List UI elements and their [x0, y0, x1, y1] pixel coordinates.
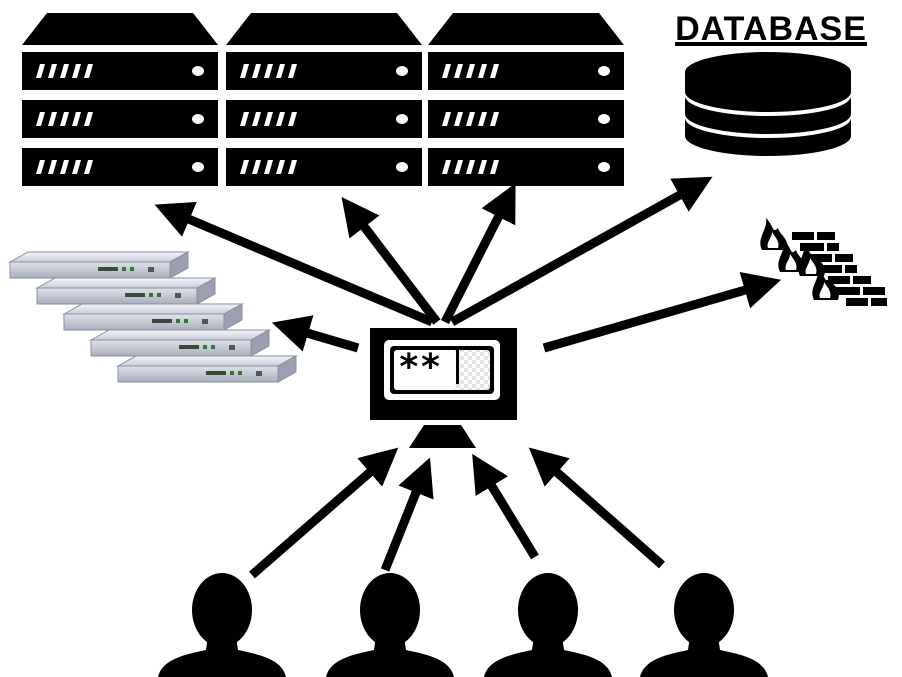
arrow-to-rack-3 [440, 183, 516, 325]
rack-unit [428, 148, 624, 186]
password-field: ** [398, 347, 442, 388]
blade-server-unit [8, 251, 190, 279]
rack-unit [226, 52, 422, 90]
blade-server-unit [89, 329, 271, 357]
arrow-from-user-4 [528, 447, 665, 569]
arrow-from-user-3 [472, 453, 539, 560]
rack-unit [428, 100, 624, 138]
arrow-from-user-1 [249, 447, 399, 579]
blade-server-unit [116, 355, 298, 383]
rack-unit [226, 148, 422, 186]
user-silhouette-icon [640, 573, 768, 677]
database-icon [685, 52, 851, 156]
user-silhouette-icon [326, 573, 454, 677]
database-label: DATABASE [675, 10, 867, 48]
rack-unit [428, 52, 624, 90]
firewall-icon [760, 218, 887, 306]
arrow-to-blade-servers [271, 315, 360, 353]
arrow-to-rack-2 [341, 196, 441, 325]
arrow-to-database [449, 176, 713, 326]
rack-unit [22, 148, 218, 186]
user-silhouette-icon [158, 573, 286, 677]
rack-unit [22, 52, 218, 90]
blade-server-unit [35, 277, 217, 305]
arrow-to-rack-1 [154, 201, 434, 327]
user-silhouette-icon [484, 573, 612, 677]
connection-arrows [154, 176, 782, 579]
blade-server-unit [62, 303, 244, 331]
server-rack-icon [22, 13, 624, 186]
rack-unit [22, 100, 218, 138]
blade-server-stack-icon [8, 251, 298, 383]
login-terminal-icon [370, 328, 517, 448]
arrow-from-user-2 [380, 457, 434, 572]
rack-unit [226, 100, 422, 138]
arrow-to-firewall [542, 272, 782, 353]
